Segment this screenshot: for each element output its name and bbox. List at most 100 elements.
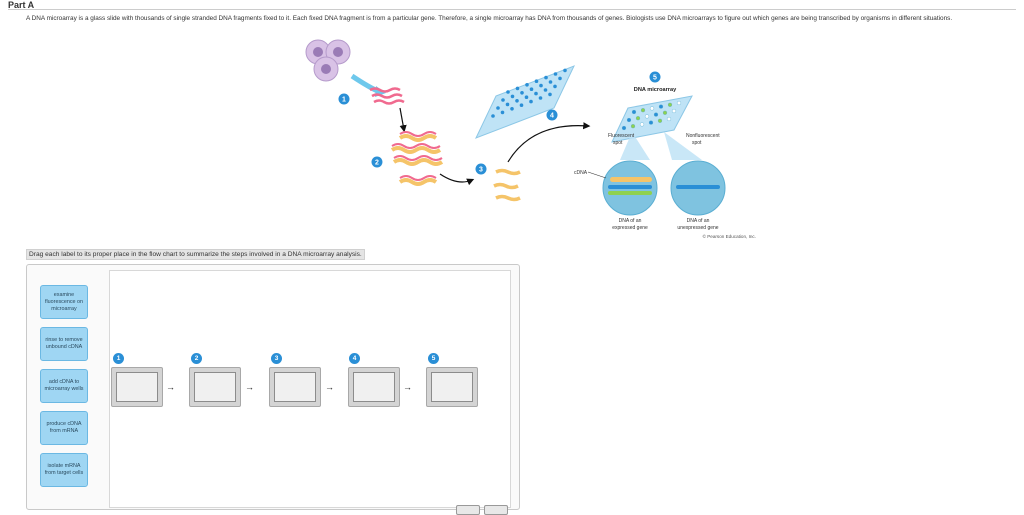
- microarray-well-dot: [515, 99, 519, 103]
- microarray-well-dot: [491, 114, 495, 118]
- flow-arrow-1-icon: →: [166, 382, 175, 392]
- figure-step-3-badge: [475, 163, 487, 175]
- label-rinse-unbound-cdna[interactable]: rinse to remove unbound cDNA: [40, 327, 88, 361]
- figure-step-3-number: 3: [479, 167, 483, 174]
- drop-slot-2[interactable]: [194, 372, 236, 402]
- figure-title: DNA microarray: [634, 87, 677, 93]
- microarray-spot: [667, 102, 673, 107]
- curved-arrow-icon: [507, 122, 591, 163]
- microarray-spot: [626, 117, 632, 123]
- microarray-spot: [649, 106, 655, 111]
- down-arrow-icon: [399, 107, 407, 133]
- mrna-strands-icon: [369, 87, 405, 105]
- step-5-badge: 5: [428, 353, 439, 364]
- figure-step-5-badge: [649, 71, 661, 83]
- step-2-badge: 2: [191, 353, 202, 364]
- microarray-well-dot: [496, 106, 500, 110]
- instruction-text: Drag each label to its proper place in t…: [26, 249, 365, 260]
- microarray-well-dot: [539, 83, 543, 88]
- microarray-well-dot: [563, 68, 567, 73]
- microarray-well-dot: [548, 92, 552, 97]
- microarray-well-dot: [534, 91, 538, 96]
- figure-step-2-number: 2: [375, 160, 379, 167]
- unexpressed-gene-label: DNA of an: [687, 218, 710, 224]
- right-arrow-icon: [439, 173, 475, 186]
- microarray-spot: [631, 109, 637, 115]
- drop-zone-1[interactable]: [111, 367, 163, 407]
- cells-icon: [305, 39, 351, 82]
- microarray-spot: [640, 108, 646, 113]
- microarray-spot: [662, 110, 668, 115]
- microarray-well-dot: [544, 75, 548, 80]
- microarray-spots-icon: [621, 100, 682, 131]
- fluorescent-spot-label: Fluorescent: [608, 133, 635, 139]
- microarray-well-dot: [519, 103, 524, 107]
- label-add-cdna-wells[interactable]: add cDNA to microarray wells: [40, 369, 88, 403]
- microarray-well-dot: [548, 80, 553, 84]
- microarray-well-dot: [524, 95, 529, 99]
- microarray-well-dot: [515, 86, 520, 91]
- microarray-spot: [644, 114, 650, 119]
- label-isolate-mrna[interactable]: isolate mRNA from target cells: [40, 453, 88, 487]
- nonfluorescent-callout-wedge: [664, 132, 702, 160]
- microarray-spot: [658, 104, 664, 109]
- microarray-well-dot: [538, 96, 543, 100]
- microarray-spot: [639, 122, 645, 127]
- microarray-well-dot: [553, 72, 558, 76]
- microarray-well-dot: [506, 90, 510, 94]
- drop-zone-3[interactable]: [269, 367, 321, 407]
- expressed-gene-label-2: expressed gene: [612, 225, 648, 231]
- flow-arrow-2-icon: →: [245, 382, 254, 392]
- copyright-credit: © Pearson Education, Inc.: [703, 233, 756, 239]
- microarray-spot: [657, 118, 663, 123]
- microarray-spot: [621, 125, 627, 131]
- drop-slot-1[interactable]: [116, 372, 158, 402]
- microarray-wells-icon: [491, 68, 567, 118]
- microarray-spot: [635, 116, 641, 121]
- microarray-well-dot: [500, 110, 505, 115]
- fluorescent-spot-label-2: spot: [613, 140, 623, 146]
- microarray-spot: [648, 120, 654, 125]
- microarray-result-icon: [611, 95, 693, 143]
- figure-step-1-number: 1: [342, 97, 346, 104]
- microarray-well-dot: [534, 79, 539, 83]
- microarray-well-dot: [529, 87, 534, 91]
- step-4-badge: 4: [349, 353, 360, 364]
- microarray-spot: [671, 108, 677, 114]
- cdna-pointer: [587, 171, 607, 179]
- label-produce-cdna[interactable]: produce cDNA from mRNA: [40, 411, 88, 445]
- nonfluorescent-spot-label-2: spot: [692, 140, 702, 146]
- figure-step-1-badge: [338, 93, 350, 105]
- part-title: Part A: [8, 0, 35, 10]
- microarray-well-dot: [510, 107, 514, 111]
- intro-paragraph: A DNA microarray is a glass slide with t…: [26, 15, 953, 22]
- figure-step-5-number: 5: [653, 75, 657, 82]
- step-3-badge: 3: [271, 353, 282, 364]
- drop-slot-5[interactable]: [431, 372, 473, 402]
- drop-slot-3[interactable]: [274, 372, 316, 402]
- drop-zone-2[interactable]: [189, 367, 241, 407]
- microarray-well-dot: [505, 102, 510, 107]
- bottom-button-right[interactable]: [484, 505, 508, 515]
- bottom-button-left[interactable]: [456, 505, 480, 515]
- microarray-spot: [630, 124, 636, 129]
- microarray-spot: [653, 112, 659, 117]
- cdna-strands-icon: [493, 168, 521, 202]
- microarray-well-dot: [529, 99, 533, 104]
- microarray-well-dot: [501, 98, 505, 102]
- drop-zone-4[interactable]: [348, 367, 400, 407]
- fluorescent-callout-wedge: [620, 132, 650, 160]
- microarray-well-dot: [543, 88, 548, 92]
- figure-step-4-badge: [546, 109, 558, 121]
- figure-svg: 1 2 3: [305, 39, 756, 239]
- microarray-well-dot: [510, 94, 515, 99]
- microarray-well-dot: [525, 83, 529, 87]
- cdna-label: cDNA: [574, 170, 588, 176]
- expressed-gene-label: DNA of an: [619, 218, 642, 224]
- part-divider: [8, 9, 1016, 10]
- microarray-spot: [666, 116, 672, 122]
- drop-zone-5[interactable]: [426, 367, 478, 407]
- drop-slot-4[interactable]: [353, 372, 395, 402]
- label-examine-fluorescence[interactable]: examine fluorescence on microarray: [40, 285, 88, 319]
- microarray-slide-icon: [475, 65, 575, 139]
